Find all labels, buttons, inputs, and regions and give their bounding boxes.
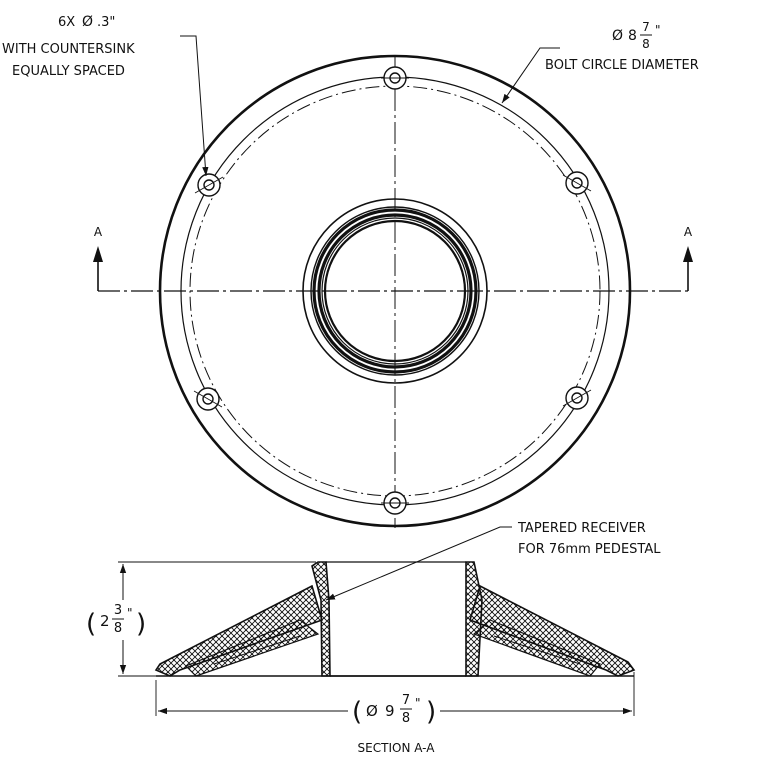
- receiver-note-line1: TAPERED RECEIVER: [517, 521, 646, 536]
- base-dimension: ( Ø 9 7 8 " ): [155, 672, 635, 727]
- bolt-circle-inch: ": [655, 23, 661, 37]
- bolt-circle-frac-den: 8: [642, 37, 650, 51]
- height-dim-frac-den: 8: [114, 621, 122, 636]
- base-dim-frac-den: 8: [402, 711, 410, 726]
- base-dim-dia-symbol: Ø: [366, 702, 378, 720]
- hole-note-dia-symbol: Ø: [82, 14, 93, 30]
- height-dimension: ( 2 3 8 " ): [86, 561, 316, 677]
- bolt-hole-top: [381, 66, 409, 90]
- bolt-hole-lower-left: [193, 387, 223, 411]
- height-dim-inch: ": [127, 606, 133, 620]
- bolt-hole-lower-right: [562, 386, 592, 410]
- hole-note-line2: WITH COUNTERSINK: [2, 42, 135, 57]
- bolt-hole-bottom: [381, 491, 409, 515]
- top-view: A A: [93, 54, 693, 528]
- hole-note-leader: [180, 35, 209, 177]
- base-dim-whole: 9: [385, 702, 395, 720]
- height-dim-frac-num: 3: [114, 603, 122, 618]
- base-dim-close: ): [426, 697, 436, 727]
- bolt-circle-dia-symbol: Ø: [612, 28, 623, 44]
- bolt-circle-whole: 8: [628, 28, 637, 44]
- receiver-note-leader: [325, 526, 512, 601]
- base-dim-frac-num: 7: [402, 693, 410, 708]
- bolt-circle-leader: [501, 47, 560, 104]
- hole-note: 6X Ø .3" WITH COUNTERSINK EQUALLY SPACED: [2, 14, 209, 177]
- height-dim-close: ): [136, 609, 146, 639]
- section-view: [154, 561, 636, 677]
- bolt-hole-upper-left: [194, 173, 224, 197]
- base-dim-inch: ": [415, 696, 421, 710]
- height-dim-open: (: [86, 609, 96, 639]
- receiver-note-line2: FOR 76mm PEDESTAL: [518, 542, 661, 557]
- bolt-circle-label: BOLT CIRCLE DIAMETER: [545, 58, 699, 73]
- bolt-circle-frac-num: 7: [642, 20, 650, 34]
- section-arrow-left: A: [93, 225, 103, 291]
- section-label-left: A: [94, 225, 103, 239]
- hole-note-count: 6X: [58, 15, 75, 30]
- receiver-outer-ring: [302, 198, 488, 384]
- receiver-note: TAPERED RECEIVER FOR 76mm PEDESTAL: [325, 521, 661, 601]
- hole-note-line3: EQUALLY SPACED: [12, 64, 125, 79]
- section-label-right: A: [684, 225, 693, 239]
- section-title: SECTION A-A: [358, 741, 436, 755]
- hole-note-dia-value: .3": [97, 15, 115, 30]
- height-dim-whole: 2: [100, 612, 110, 630]
- base-dim-open: (: [352, 697, 362, 727]
- bolt-circle-note: Ø 8 7 8 " BOLT CIRCLE DIAMETER: [501, 20, 699, 104]
- section-arrow-right: A: [683, 225, 693, 291]
- bolt-hole-upper-right: [562, 171, 592, 195]
